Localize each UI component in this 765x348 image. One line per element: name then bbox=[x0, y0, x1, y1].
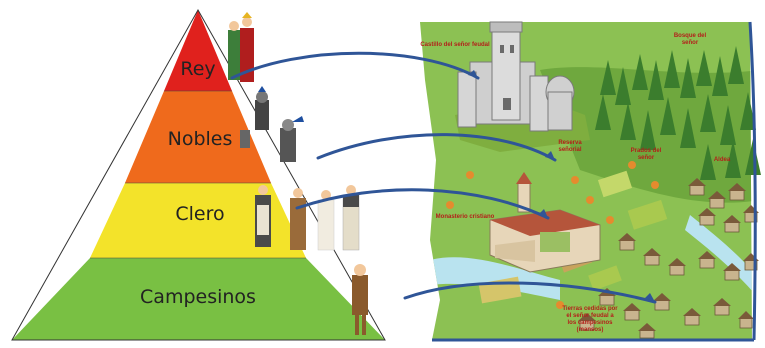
pyramid-tier-clero bbox=[90, 183, 306, 258]
map-label-lands: Tierras cedidas por el señor feudal a lo… bbox=[562, 306, 618, 333]
pyramid-tier-nobles bbox=[125, 91, 271, 183]
map-label-forest: Bosque del señor bbox=[673, 33, 707, 46]
forest bbox=[595, 46, 761, 180]
village-houses bbox=[578, 178, 759, 339]
arrow-campesinos-to-lands bbox=[403, 281, 657, 304]
level-label-campesinos: Campesinos bbox=[140, 286, 256, 308]
map-label-monastery: Monasterio cristiano bbox=[435, 214, 495, 220]
stream bbox=[685, 215, 752, 300]
king-and-queen-figure bbox=[228, 12, 254, 82]
clergy-figures bbox=[255, 185, 360, 251]
map-label-meadows: Prados del señor bbox=[630, 148, 662, 161]
pyramid-tier-rey bbox=[164, 10, 232, 91]
social-pyramid bbox=[11, 8, 386, 341]
connector-arrows bbox=[230, 51, 657, 304]
peasant-figure bbox=[352, 264, 368, 335]
level-label-clero: Clero bbox=[175, 203, 225, 225]
map-label-castle: Castillo del señor feudal bbox=[420, 42, 490, 48]
level-label-nobles: Nobles bbox=[167, 128, 233, 150]
river bbox=[430, 257, 560, 300]
map-label-reserve: Reserva señorial bbox=[558, 140, 582, 153]
monastery bbox=[489, 172, 601, 273]
small-trees bbox=[446, 161, 659, 309]
noble-knights-figure bbox=[240, 86, 304, 162]
arrow-rey-to-castle bbox=[230, 51, 480, 80]
arrow-clero-to-monastery bbox=[295, 188, 550, 220]
arrowheads bbox=[468, 70, 655, 302]
feudal-estate-map bbox=[420, 21, 761, 342]
level-label-rey: Rey bbox=[180, 58, 216, 80]
arrow-nobles-to-reserve bbox=[316, 133, 557, 162]
map-label-villages: Aldea bbox=[713, 157, 731, 163]
pyramid-tier-campesinos bbox=[12, 258, 385, 340]
